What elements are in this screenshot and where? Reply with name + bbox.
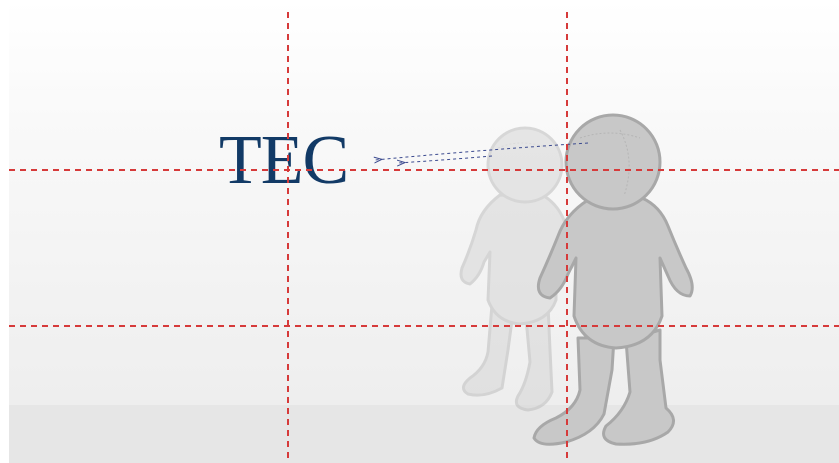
grid-layer — [0, 0, 839, 463]
diagram-canvas: TEC — [0, 0, 839, 463]
